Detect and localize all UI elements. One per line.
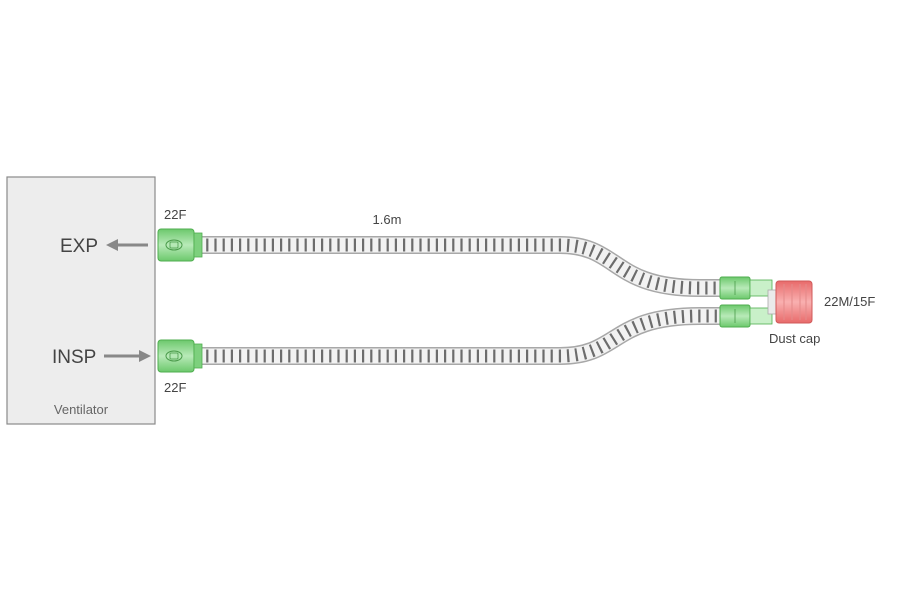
insp-connector (157, 339, 203, 373)
insp-arrow-icon (104, 350, 151, 362)
ventilator-label: Ventilator (54, 402, 109, 417)
y-piece-connector-bottom (719, 304, 773, 328)
exp-limb-tube (198, 236, 722, 297)
tube-length-label: 1.6m (373, 212, 402, 227)
patient-end-label: 22M/15F (824, 294, 875, 309)
insp-port-label: INSP (52, 347, 96, 368)
dust-cap-label: Dust cap (769, 331, 820, 346)
exp-arrow-icon (106, 239, 148, 251)
dust-cap (775, 280, 813, 324)
exp-connector-label: 22F (164, 207, 186, 222)
ventilator: Ventilator (6, 176, 156, 425)
exp-connector (157, 228, 203, 262)
exp-port-label: EXP (60, 236, 98, 257)
insp-limb-tube (198, 307, 722, 365)
insp-connector-label: 22F (164, 380, 186, 395)
y-piece-connector-top (719, 276, 773, 300)
